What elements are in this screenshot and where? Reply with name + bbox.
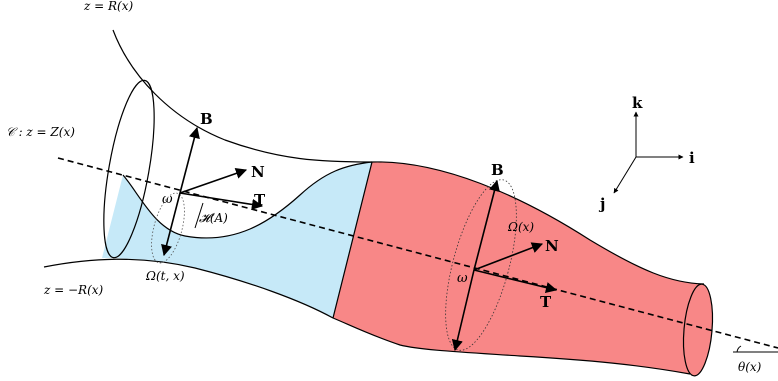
axis-j	[613, 156, 637, 194]
fluid-region	[102, 162, 372, 318]
free-surface-curve	[122, 161, 373, 239]
vector-B-right	[473, 179, 500, 271]
vector-N-right	[473, 242, 544, 271]
label-N-right: N	[545, 237, 559, 255]
label-axis-i: i	[689, 149, 695, 167]
label-T-right: T	[540, 293, 552, 311]
height-marker	[194, 202, 204, 229]
label-bottom-curve: z = −R(x)	[43, 283, 104, 297]
vector-T-right	[473, 269, 558, 294]
label-B-right: B	[491, 161, 504, 179]
tube-region	[333, 161, 704, 374]
label-N-left: N	[251, 163, 265, 181]
label-axis-j: j	[598, 195, 605, 213]
entry-ellipse	[103, 79, 155, 259]
label-top-curve: z = R(x)	[83, 0, 133, 13]
interface-line	[332, 161, 373, 319]
label-omega-right: ω	[457, 271, 468, 286]
label-B-left: B	[200, 110, 213, 128]
vector-T-left	[179, 192, 264, 210]
tube-upper-outline	[371, 161, 705, 285]
top-boundary-curve	[112, 29, 373, 163]
label-theta: θ(x)	[738, 360, 762, 374]
theta-arc	[736, 345, 742, 353]
label-omega-tx: Ω(t, x)	[145, 269, 185, 283]
vector-B-right-neg	[451, 269, 475, 352]
cross-section-right	[445, 179, 517, 351]
cross-section-left	[151, 192, 185, 264]
exit-ellipse	[682, 283, 714, 377]
vector-B-left	[179, 126, 200, 194]
label-omega-left: ω	[162, 192, 173, 207]
label-T-left: T	[254, 191, 266, 209]
label-omega-x: Ω(x)	[507, 220, 534, 234]
vector-B-left-neg	[161, 192, 181, 257]
vector-N-left	[179, 168, 248, 194]
label-hA: 𝓗(A)	[199, 211, 228, 225]
bottom-boundary-curve	[43, 258, 691, 375]
label-axis-k: k	[632, 94, 643, 112]
label-axis-curve: 𝒞 : z = Z(x)	[6, 125, 75, 139]
axis-curve-C	[57, 157, 778, 349]
